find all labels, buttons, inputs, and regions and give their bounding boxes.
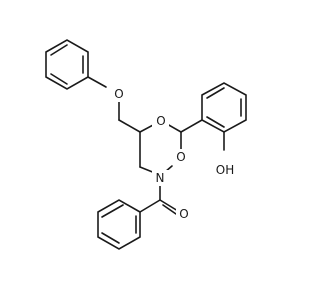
molecule-structure: O O O N O OH [45,39,247,250]
atom-label-ring-oxygen-right: O [176,150,185,164]
atom-label-ring-nitrogen: N [156,171,165,185]
atom-label-carbonyl-oxygen: O [179,207,188,221]
benzoyl-group [97,182,179,250]
molecule-diagram: O O O N O OH [45,39,247,250]
atom-labels: O O O N O OH [110,86,238,222]
hydroxyphenyl-ring [180,82,247,151]
phenoxymethyl-linker [87,76,141,133]
atom-label-ring-oxygen-top: O [156,114,165,128]
dioxazinane-ring [139,123,182,174]
atom-label-ether-oxygen: O [114,87,123,101]
atom-label-hydroxyl: OH [216,163,234,177]
phenoxy-benzene-ring [45,39,89,90]
